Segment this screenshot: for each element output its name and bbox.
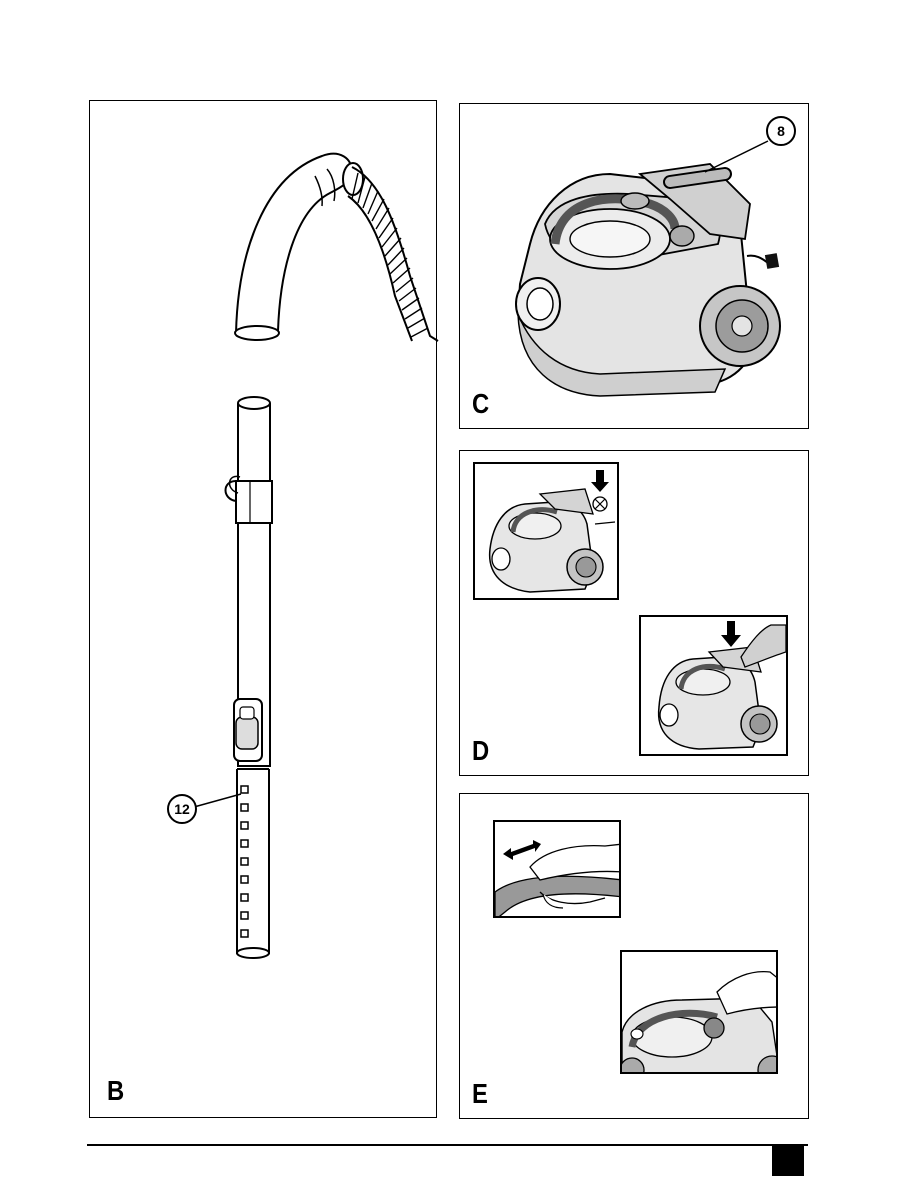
panel-d: D	[459, 450, 809, 776]
panel-d-inset-2	[639, 615, 788, 756]
panel-e-inset-2	[620, 950, 778, 1074]
panel-c: 8 C	[459, 103, 809, 429]
hose-handle-illustration	[495, 822, 621, 918]
callout-12: 12	[167, 794, 197, 824]
callout-12-label: 12	[174, 801, 190, 817]
page-tab	[772, 1146, 804, 1176]
vacuum-cleaner-illustration	[460, 104, 810, 430]
footer-rule	[87, 1144, 808, 1146]
double-arrow-icon	[503, 840, 541, 860]
panel-d-letter: D	[472, 737, 489, 765]
telescopic-tube-illustration	[90, 381, 438, 861]
panel-d-inset-1	[473, 462, 619, 600]
hose-illustration	[90, 101, 438, 361]
panel-e-inset-1	[493, 820, 621, 918]
panel-b-letter: B	[107, 1077, 124, 1105]
panel-e-letter: E	[472, 1080, 488, 1108]
panel-e: E	[459, 793, 809, 1119]
callout-8-label: 8	[777, 123, 785, 139]
panel-b: 12 B	[89, 100, 437, 1118]
callout-8: 8	[766, 116, 796, 146]
vacuum-cleaner-illustration	[622, 952, 778, 1074]
vacuum-cleaner-illustration	[641, 617, 788, 756]
vacuum-cleaner-illustration	[475, 464, 619, 600]
arrow-down-icon	[721, 621, 741, 647]
arrow-down-icon	[591, 470, 609, 492]
panel-c-letter: C	[472, 390, 489, 418]
